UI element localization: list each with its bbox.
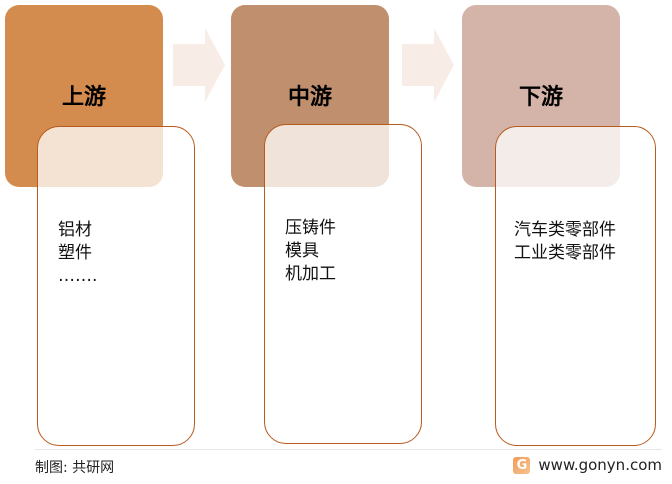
stage-title: 上游 — [61, 85, 106, 110]
arrow-right-icon — [173, 28, 225, 102]
website-link[interactable]: www.gonyn.com — [538, 456, 662, 474]
list-item: 塑件 — [58, 243, 92, 263]
website-credit: G www.gonyn.com — [513, 456, 662, 474]
list-item: 压铸件 — [285, 218, 336, 238]
list-item: 汽车类零部件 — [514, 220, 616, 240]
source-label: 制图: 共研网 — [35, 460, 115, 476]
arrow-right-icon — [402, 28, 454, 102]
list-item: 模具 — [285, 241, 319, 261]
list-item: ……. — [58, 266, 98, 286]
stage-title: 中游 — [287, 85, 332, 110]
list-item: 机加工 — [285, 264, 336, 284]
footer-divider — [35, 449, 662, 450]
gonyn-logo-icon: G — [513, 456, 531, 474]
list-item: 铝材 — [58, 220, 92, 240]
midstream-items-box: 压铸件 模具 机加工 — [264, 124, 422, 444]
list-item: 工业类零部件 — [514, 243, 616, 263]
downstream-items-box: 汽车类零部件 工业类零部件 — [495, 126, 656, 446]
upstream-items-box: 铝材 塑件 ……. — [37, 126, 195, 446]
stage-title: 下游 — [518, 85, 563, 110]
